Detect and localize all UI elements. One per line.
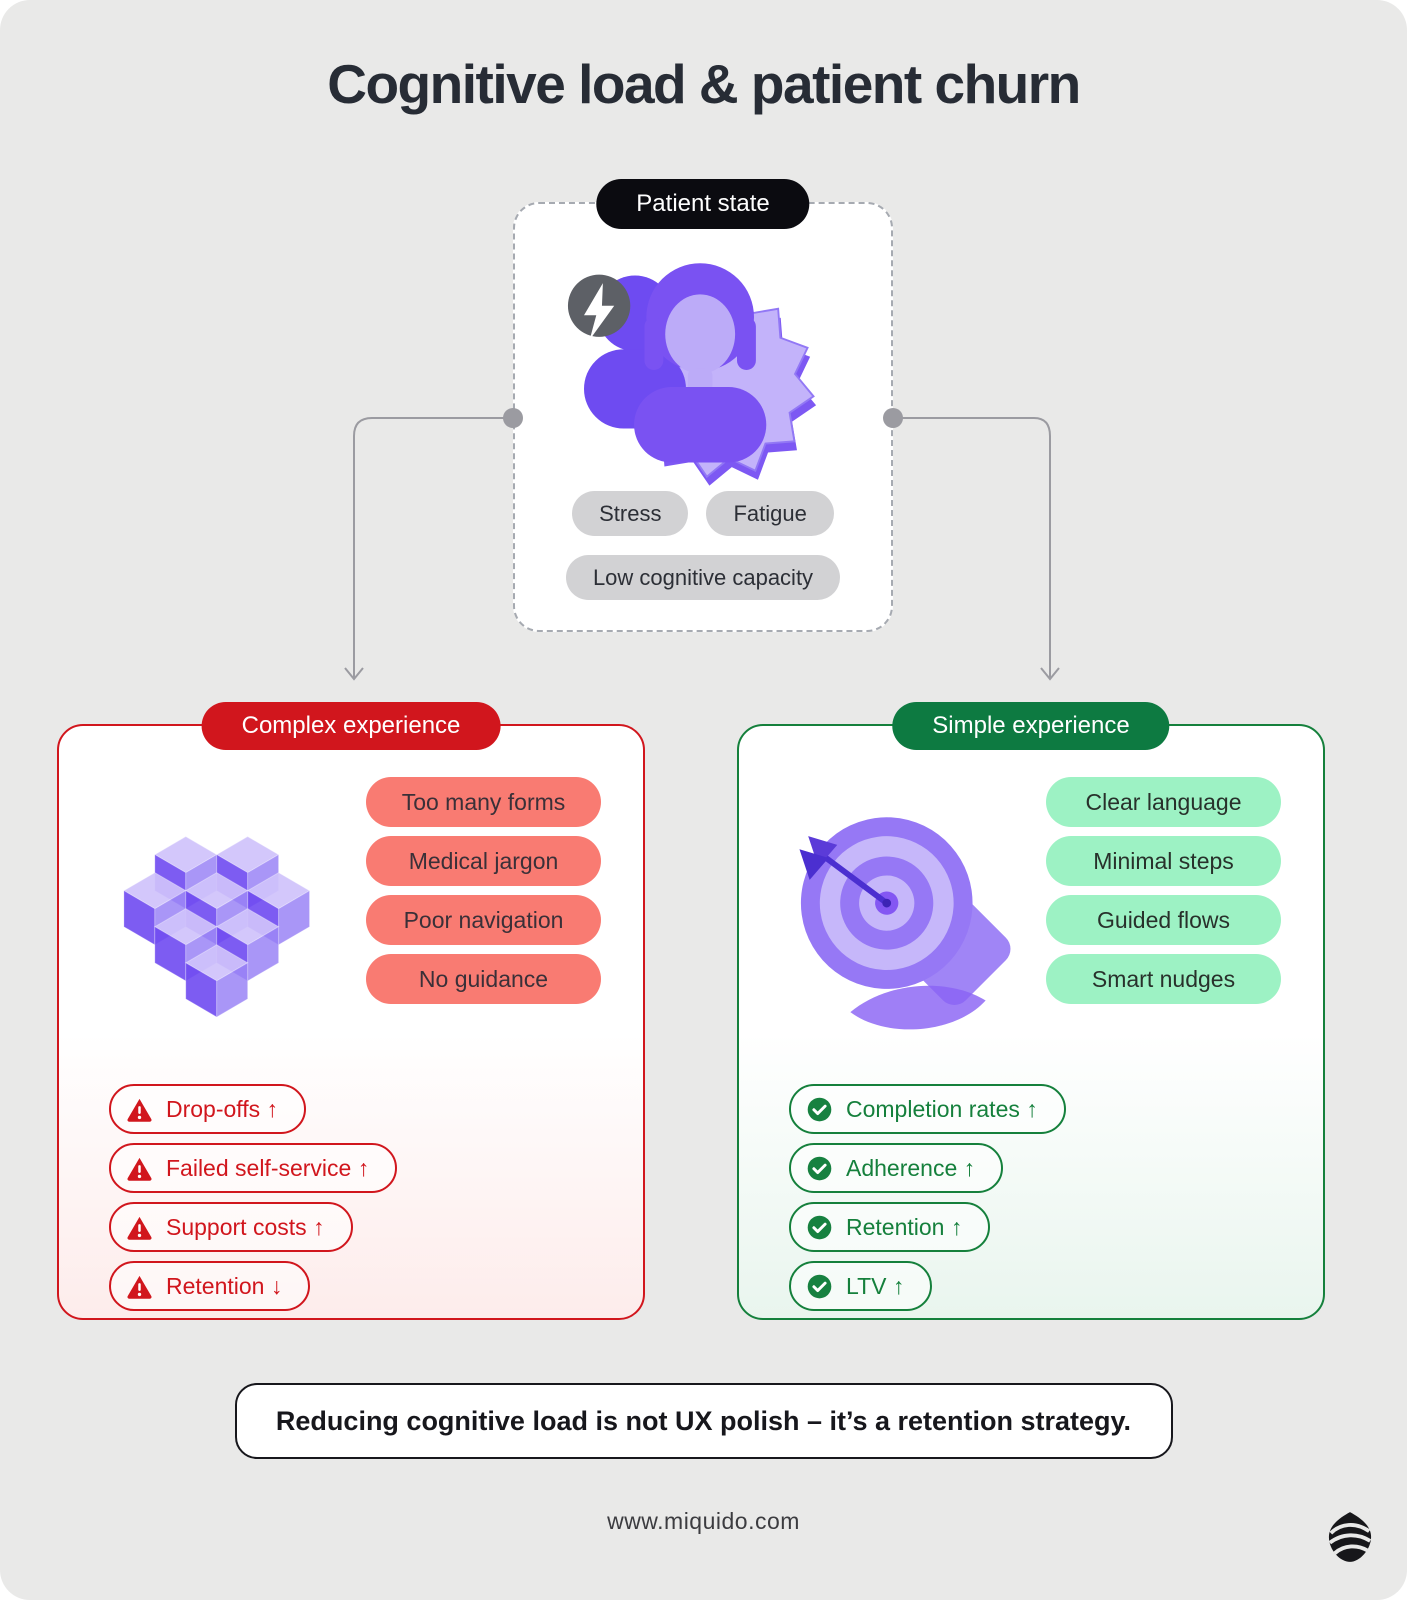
outcome-label: LTV ↑ [846, 1272, 905, 1299]
complex-outcome-list: Drop-offs ↑ Failed self-service ↑ Suppor… [109, 1084, 398, 1311]
check-icon [806, 1096, 833, 1123]
simple-feature-list: Clear language Minimal steps Guided flow… [1046, 777, 1281, 1004]
warning-icon [126, 1214, 153, 1241]
outcome-ltv: LTV ↑ [789, 1261, 933, 1311]
page-title: Cognitive load & patient churn [327, 53, 1081, 115]
patient-state-card: Patient state [513, 179, 893, 632]
tag-low-cognitive-capacity: Low cognitive capacity [565, 555, 841, 600]
pill-minimal-steps: Minimal steps [1046, 836, 1281, 886]
pill-poor-navigation: Poor navigation [366, 895, 601, 945]
complex-experience-badge: Complex experience [201, 702, 501, 750]
outcome-label: Completion rates ↑ [846, 1095, 1038, 1122]
outcome-support-costs: Support costs ↑ [109, 1202, 353, 1252]
tag-stress: Stress [572, 491, 689, 536]
dart-target-illustration [799, 817, 1011, 1030]
warning-icon [126, 1273, 153, 1300]
outcome-failed-self-service: Failed self-service ↑ [109, 1143, 398, 1193]
dart [799, 836, 892, 908]
check-icon [806, 1273, 833, 1300]
outcome-label: Retention ↓ [166, 1272, 283, 1299]
arrow-down-icon [1040, 667, 1060, 681]
outcome-drop-offs: Drop-offs ↑ [109, 1084, 307, 1134]
person-front [634, 263, 767, 463]
complex-cause-list: Too many forms Medical jargon Poor navig… [366, 777, 601, 1004]
outcome-adherence: Adherence ↑ [789, 1143, 1004, 1193]
connector-left [353, 417, 513, 678]
arrow-down-icon [344, 667, 364, 681]
tag-fatigue: Fatigue [706, 491, 834, 536]
stressed-patients-illustration [567, 263, 817, 486]
outcome-retention-down: Retention ↓ [109, 1261, 311, 1311]
pill-clear-language: Clear language [1046, 777, 1281, 827]
simple-outcome-list: Completion rates ↑ Adherence ↑ Retention… [789, 1084, 1066, 1311]
pill-too-many-forms: Too many forms [366, 777, 601, 827]
outcome-label: Support costs ↑ [166, 1213, 325, 1240]
takeaway-statement: Reducing cognitive load is not UX polish… [234, 1383, 1173, 1459]
pill-no-guidance: No guidance [366, 954, 601, 1004]
connector-right [893, 417, 1051, 678]
patient-state-badge: Patient state [596, 179, 810, 229]
pill-guided-flows: Guided flows [1046, 895, 1281, 945]
outcome-label: Drop-offs ↑ [166, 1095, 279, 1122]
check-icon [806, 1214, 833, 1241]
pill-medical-jargon: Medical jargon [366, 836, 601, 886]
miquido-logo [1328, 1512, 1372, 1562]
outcome-label: Retention ↑ [846, 1213, 963, 1240]
outcome-label: Failed self-service ↑ [166, 1154, 370, 1181]
lightning-icon [567, 274, 631, 340]
glass-cubes-illustration [123, 836, 310, 1018]
outcome-label: Adherence ↑ [846, 1154, 976, 1181]
check-icon [806, 1155, 833, 1182]
outcome-retention-up: Retention ↑ [789, 1202, 991, 1252]
patient-tag-list: Stress Fatigue Low cognitive capacity [515, 491, 891, 600]
simple-experience-badge: Simple experience [892, 702, 1170, 750]
warning-icon [126, 1155, 153, 1182]
warning-icon [126, 1096, 153, 1123]
simple-experience-card: Simple experience [737, 702, 1325, 1320]
complex-experience-card: Complex experience Too many forms Medica… [57, 702, 645, 1320]
pill-smart-nudges: Smart nudges [1046, 954, 1281, 1004]
outcome-completion-rates: Completion rates ↑ [789, 1084, 1066, 1134]
website-link[interactable]: www.miquido.com [607, 1508, 800, 1534]
